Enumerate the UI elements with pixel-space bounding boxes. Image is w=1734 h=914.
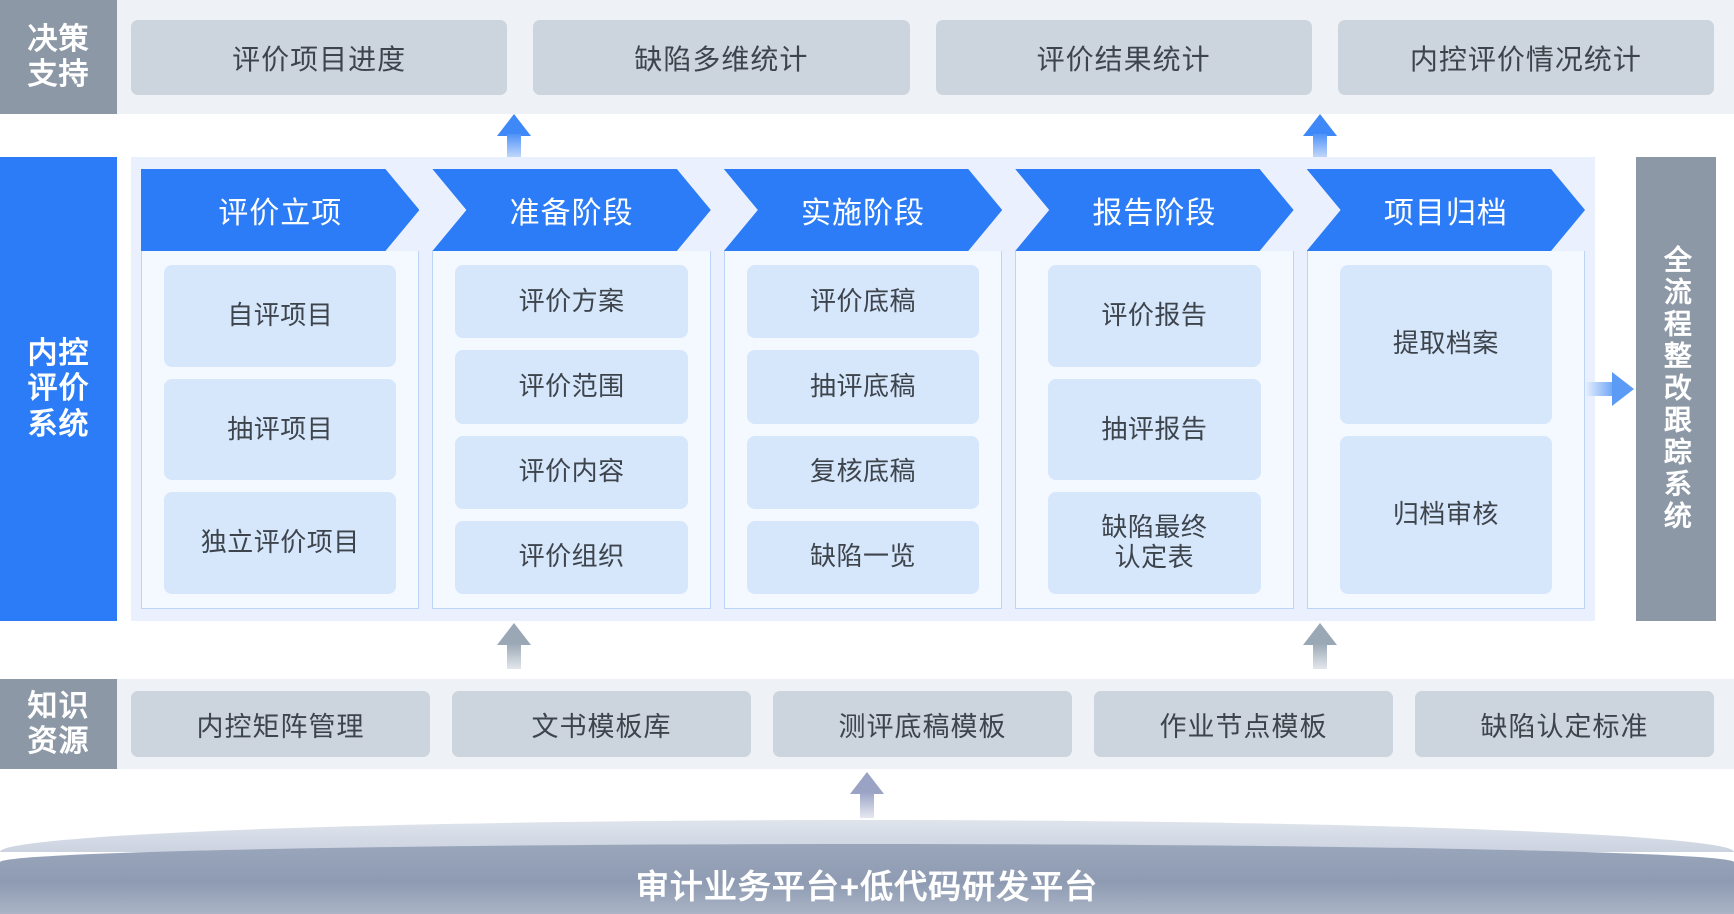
stage-list: 评价立项 自评项目 抽评项目 独立评价项目 准备阶段 评价方案 评价范围 评价内…: [141, 169, 1586, 609]
stage-item-self-evaluation-project[interactable]: 自评项目: [164, 265, 397, 367]
stage-body-implementation: 评价底稿 抽评底稿 复核底稿 缺陷一览: [723, 251, 1003, 609]
knowledge-card-defect-criteria[interactable]: 缺陷认定标准: [1415, 691, 1714, 757]
stage-column-evaluation-initiation: 评价立项 自评项目 抽评项目 独立评价项目: [141, 169, 420, 609]
arrow-up-head-icon: [1303, 623, 1337, 645]
arrow-up-head-icon: [497, 114, 531, 136]
stage-flow-container: 评价立项 自评项目 抽评项目 独立评价项目 准备阶段 评价方案 评价范围 评价内…: [131, 157, 1595, 621]
arrow-up-shaft: [1313, 134, 1327, 160]
stage-body-project-archiving: 提取档案 归档审核: [1306, 251, 1586, 609]
arrow-up-shaft: [507, 643, 521, 669]
knowledge-label-line-2: 资源: [27, 725, 90, 758]
stage-item-archive-review[interactable]: 归档审核: [1339, 435, 1553, 594]
stage-column-implementation: 实施阶段 评价底稿 抽评底稿 复核底稿 缺陷一览: [723, 169, 1003, 609]
stage-body-evaluation-initiation: 自评项目 抽评项目 独立评价项目: [141, 251, 420, 609]
knowledge-resource-band: 知识 资源 内控矩阵管理 文书模板库 测评底稿模板 作业节点模板 缺陷认定标准: [0, 679, 1734, 769]
arrow-right-head-icon: [1612, 372, 1634, 406]
knowledge-card-list: 内控矩阵管理 文书模板库 测评底稿模板 作业节点模板 缺陷认定标准: [131, 691, 1714, 757]
arrow-up-head-icon: [850, 772, 884, 794]
core-label-line-1: 内控: [27, 336, 90, 370]
stage-item-independent-evaluation-project[interactable]: 独立评价项目: [164, 492, 397, 595]
stage-item-evaluation-working-paper[interactable]: 评价底稿: [746, 265, 980, 339]
stage-item-sampling-report[interactable]: 抽评报告: [1048, 378, 1261, 481]
internal-control-system-label: 内控 评价 系统: [0, 157, 117, 621]
arrow-up-shaft: [1313, 643, 1327, 669]
stage-header-project-archiving[interactable]: 项目归档: [1307, 169, 1585, 251]
arrow-right-to-tracking-system: [1586, 372, 1634, 406]
stage-item-extract-archive[interactable]: 提取档案: [1339, 265, 1553, 424]
stage-column-project-archiving: 项目归档 提取档案 归档审核: [1306, 169, 1586, 609]
platform-label: 审计业务平台+低代码研发平台: [635, 868, 1099, 905]
stage-body-preparation: 评价方案 评价范围 评价内容 评价组织: [432, 251, 711, 609]
stage-column-preparation: 准备阶段 评价方案 评价范围 评价内容 评价组织: [432, 169, 711, 609]
knowledge-resource-label: 知识 资源: [0, 679, 117, 769]
arrow-up-head-icon: [497, 623, 531, 645]
decision-card-project-progress[interactable]: 评价项目进度: [131, 20, 508, 95]
stage-header-reporting[interactable]: 报告阶段: [1015, 169, 1293, 251]
decision-card-evaluation-result-stats[interactable]: 评价结果统计: [935, 20, 1312, 95]
core-label-line-2: 评价: [27, 372, 90, 406]
stage-body-reporting: 评价报告 抽评报告 缺陷最终 认定表: [1015, 251, 1294, 609]
arrow-up-from-knowledge-1: [497, 623, 531, 669]
stage-item-review-working-paper[interactable]: 复核底稿: [746, 435, 980, 509]
stage-item-sampling-working-paper[interactable]: 抽评底稿: [746, 350, 980, 424]
knowledge-card-control-matrix[interactable]: 内控矩阵管理: [131, 691, 430, 757]
stage-item-evaluation-content[interactable]: 评价内容: [455, 435, 688, 509]
stage-header-evaluation-initiation[interactable]: 评价立项: [141, 169, 419, 251]
knowledge-card-assessment-paper-template[interactable]: 测评底稿模板: [773, 691, 1072, 757]
knowledge-card-document-template-library[interactable]: 文书模板库: [452, 691, 751, 757]
tracking-system-bar: 全流程整改跟踪系统: [1636, 157, 1716, 621]
platform-base: 审计业务平台+低代码研发平台: [0, 820, 1734, 914]
stage-item-defect-list[interactable]: 缺陷一览: [746, 520, 980, 594]
stage-item-evaluation-organization[interactable]: 评价组织: [455, 520, 688, 594]
decision-support-band: 决策 支持 评价项目进度 缺陷多维统计 评价结果统计 内控评价情况统计: [0, 0, 1734, 114]
arrow-up-to-decision-1: [497, 114, 531, 160]
stage-item-evaluation-scope[interactable]: 评价范围: [455, 350, 688, 424]
decision-support-label-line-1: 决策: [27, 22, 90, 56]
platform-body: 审计业务平台+低代码研发平台: [0, 844, 1734, 914]
stage-item-evaluation-plan[interactable]: 评价方案: [455, 265, 688, 339]
decision-card-defect-multidim-stats[interactable]: 缺陷多维统计: [533, 20, 910, 95]
arrow-up-to-decision-2: [1303, 114, 1337, 160]
arrow-right-shaft: [1586, 382, 1614, 396]
stage-header-implementation[interactable]: 实施阶段: [724, 169, 1002, 251]
arrow-up-shaft: [860, 792, 874, 818]
stage-column-reporting: 报告阶段 评价报告 抽评报告 缺陷最终 认定表: [1015, 169, 1294, 609]
internal-control-system-band: 内控 评价 系统 评价立项 自评项目 抽评项目 独立评价项目 准备阶段: [0, 157, 1734, 621]
knowledge-card-task-node-template[interactable]: 作业节点模板: [1094, 691, 1393, 757]
arrow-up-head-icon: [1303, 114, 1337, 136]
core-label-line-3: 系统: [27, 407, 90, 441]
stage-item-evaluation-report[interactable]: 评价报告: [1048, 265, 1261, 367]
stage-item-final-defect-confirmation-table[interactable]: 缺陷最终 认定表: [1048, 492, 1261, 595]
decision-card-internal-control-stats[interactable]: 内控评价情况统计: [1337, 20, 1714, 95]
decision-support-label: 决策 支持: [0, 0, 117, 114]
knowledge-label-line-1: 知识: [27, 689, 90, 723]
decision-support-label-line-2: 支持: [27, 58, 90, 91]
arrow-up-shaft: [507, 134, 521, 160]
decision-support-card-list: 评价项目进度 缺陷多维统计 评价结果统计 内控评价情况统计: [131, 20, 1714, 95]
stage-header-preparation[interactable]: 准备阶段: [432, 169, 710, 251]
stage-item-sampling-evaluation-project[interactable]: 抽评项目: [164, 378, 397, 481]
arrow-up-from-knowledge-2: [1303, 623, 1337, 669]
arrow-up-from-platform: [850, 772, 884, 818]
